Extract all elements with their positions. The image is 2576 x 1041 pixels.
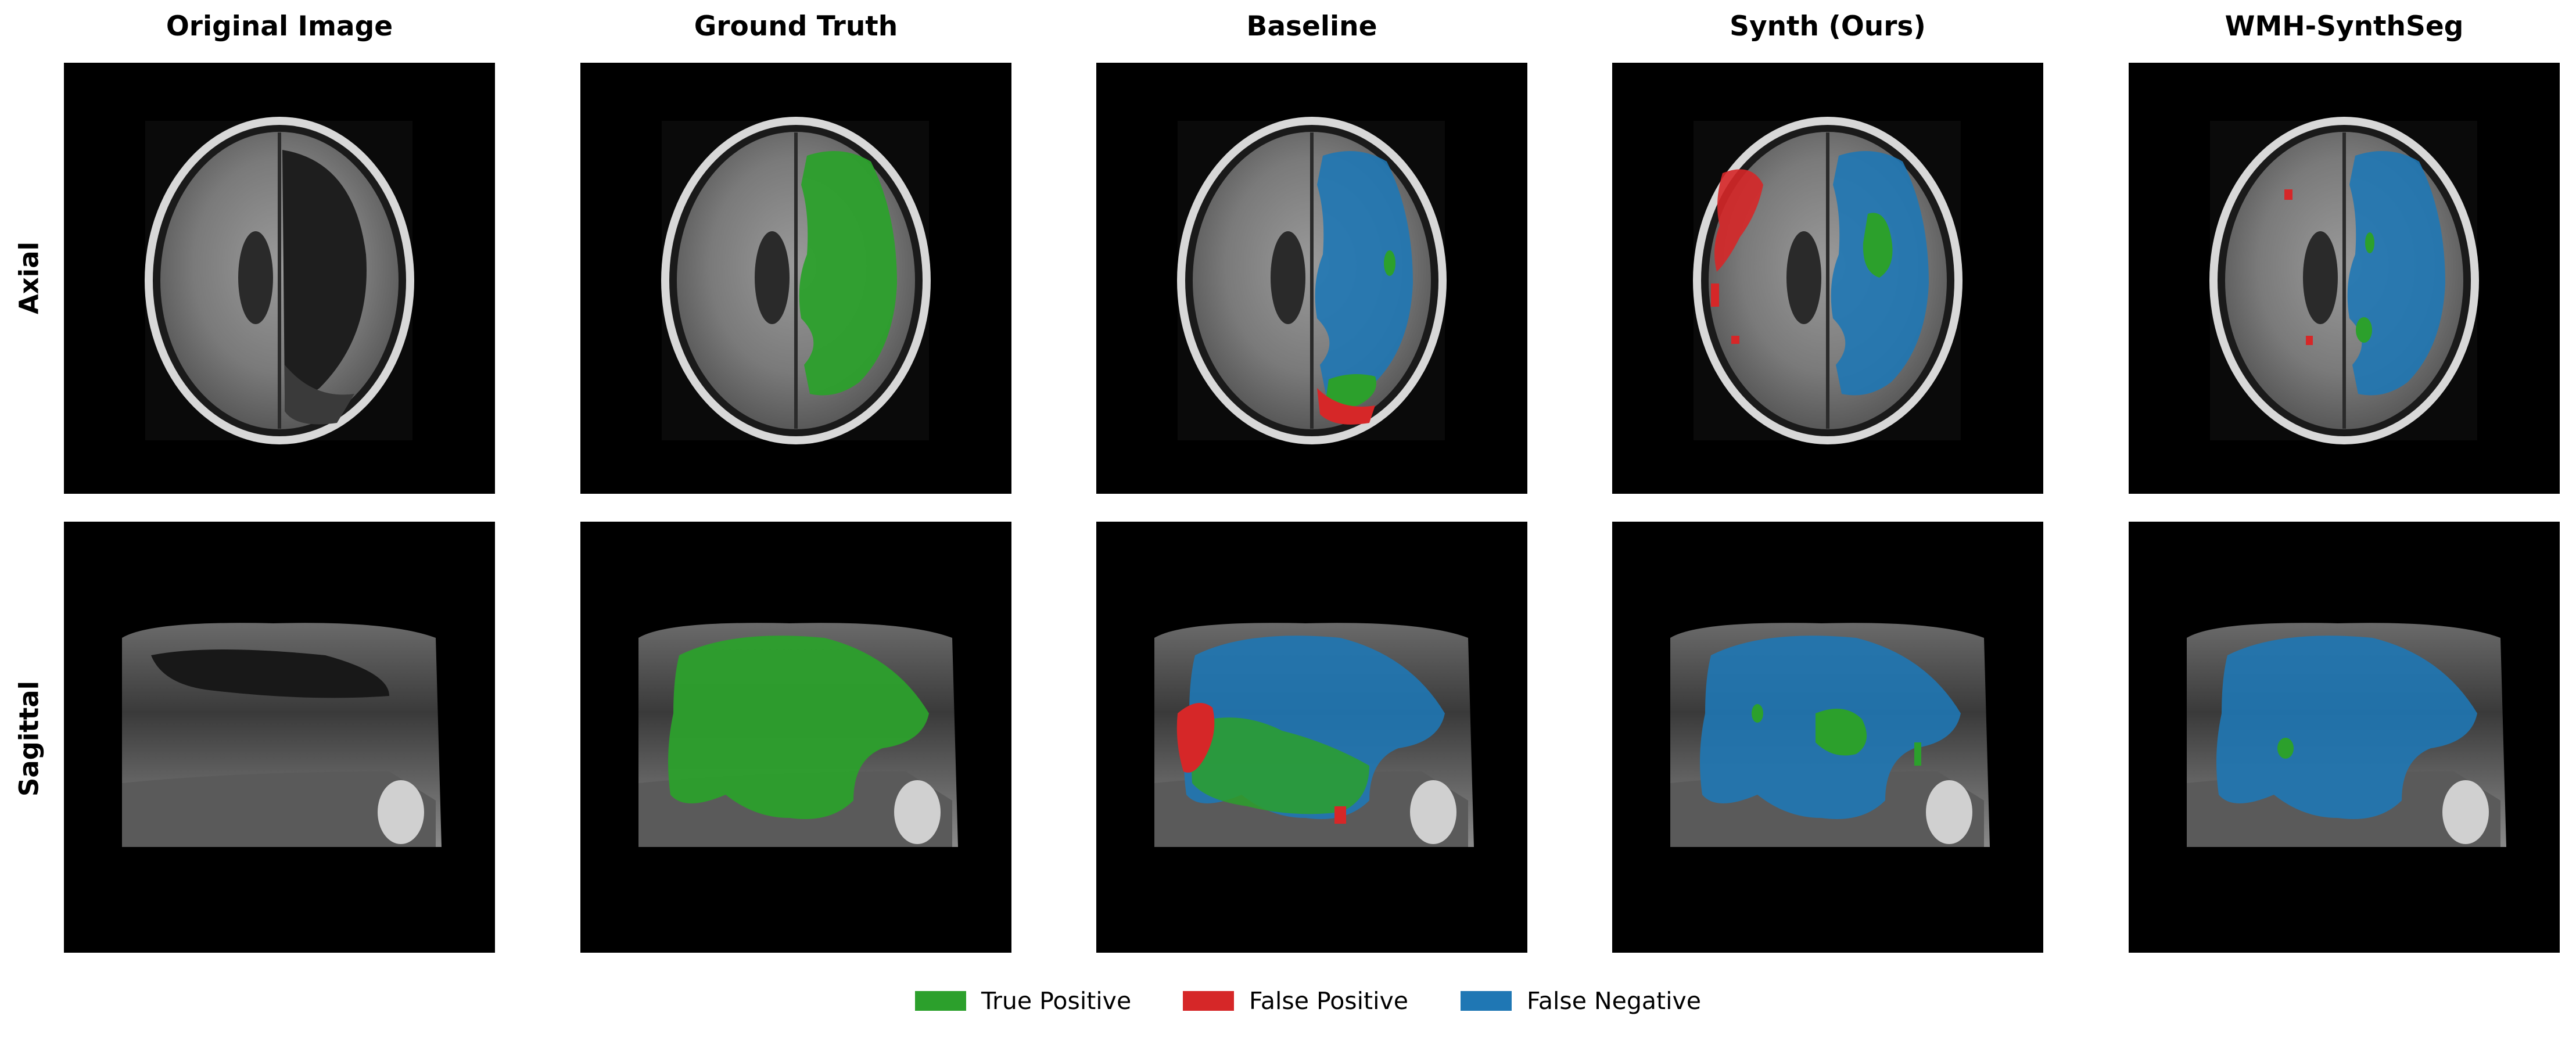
row-label-sagittal: Sagittal xyxy=(13,680,45,797)
panel-sagittal-ground-truth xyxy=(580,522,1011,953)
panel-sagittal-wmh-synthseg xyxy=(2129,522,2560,953)
panel-axial-baseline xyxy=(1096,63,1527,494)
axial-brain-image xyxy=(145,117,414,444)
column-title-wmh-synthseg: WMH-SynthSeg xyxy=(2225,10,2464,42)
sagittal-synth-overlay xyxy=(1670,623,1990,847)
panel-axial-ground-truth xyxy=(580,63,1011,494)
column-title-ground-truth: Ground Truth xyxy=(694,10,898,42)
panel-axial-original xyxy=(64,63,495,494)
legend-item-false-negative: False Negative xyxy=(1461,986,1701,1015)
sagittal-baseline-overlay xyxy=(1154,623,1474,847)
panel-axial-wmh-synthseg xyxy=(2129,63,2560,494)
legend-label-false-negative: False Negative xyxy=(1527,987,1701,1015)
panel-sagittal-original xyxy=(64,522,495,953)
column-title-baseline: Baseline xyxy=(1246,10,1377,42)
axial-synth-overlay xyxy=(1693,117,1963,444)
legend-label-false-positive: False Positive xyxy=(1249,987,1409,1015)
legend-label-true-positive: True Positive xyxy=(981,987,1132,1015)
column-title-synth: Synth (Ours) xyxy=(1730,10,1926,42)
legend-swatch-true-positive xyxy=(915,991,966,1011)
sagittal-wmh-synthseg-overlay xyxy=(2187,623,2506,847)
sagittal-ground-truth-overlay xyxy=(638,623,958,847)
legend-item-false-positive: False Positive xyxy=(1183,986,1408,1015)
legend-swatch-false-negative xyxy=(1461,991,1512,1011)
axial-baseline-overlay xyxy=(1177,117,1447,444)
axial-ground-truth-overlay xyxy=(661,117,931,444)
legend-item-true-positive: True Positive xyxy=(915,986,1131,1015)
sagittal-brain-image xyxy=(122,623,442,847)
row-label-axial: Axial xyxy=(13,241,45,315)
panel-sagittal-synth xyxy=(1612,522,2043,953)
legend-swatch-false-positive xyxy=(1183,991,1234,1011)
legend: True Positive False Positive False Negat… xyxy=(0,986,2576,1015)
axial-wmh-synthseg-overlay xyxy=(2209,117,2479,444)
panel-axial-synth xyxy=(1612,63,2043,494)
panel-sagittal-baseline xyxy=(1096,522,1527,953)
column-title-original: Original Image xyxy=(166,10,393,42)
